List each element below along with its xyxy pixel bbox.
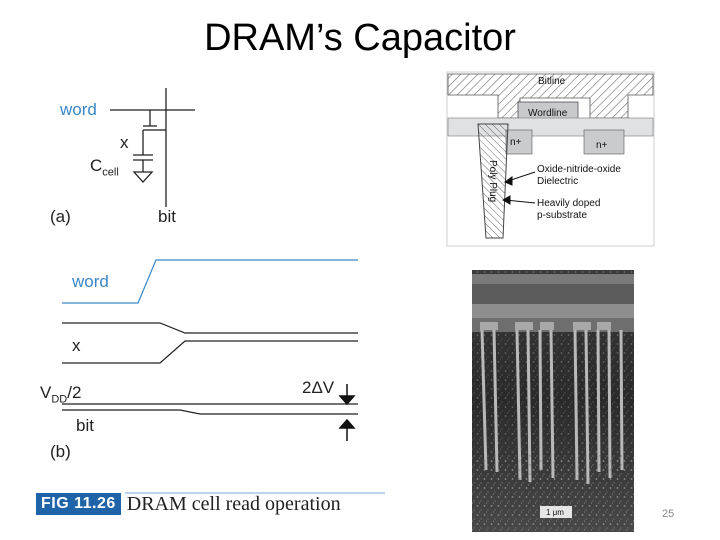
x-waveform-top bbox=[62, 322, 358, 334]
panel-a-label: (a) bbox=[50, 207, 71, 226]
vdd-label: VDD/2 bbox=[40, 383, 82, 406]
slide-title: DRAM’s Capacitor bbox=[204, 17, 516, 59]
oxide-label-2: Dielectric bbox=[537, 176, 579, 187]
figure-caption: FIG 11.26 DRAM cell read operation bbox=[36, 493, 341, 515]
bit-waveform-bottom bbox=[62, 409, 358, 415]
doped-label-2: p-substrate bbox=[537, 210, 588, 221]
figure-caption-text: DRAM cell read operation bbox=[126, 492, 341, 515]
timing-bit-label: bit bbox=[76, 416, 94, 435]
n-plus-right-label: n+ bbox=[596, 140, 608, 151]
n-plus-left-label: n+ bbox=[510, 137, 522, 148]
figure-badge: FIG 11.26 bbox=[36, 493, 121, 515]
doped-label-1: Heavily doped bbox=[537, 198, 601, 209]
word-waveform bbox=[62, 259, 358, 304]
delta-v-label: 2ΔV bbox=[302, 378, 335, 397]
bit-label: bit bbox=[158, 207, 176, 226]
scale-bar bbox=[540, 506, 572, 518]
timing-word-label: word bbox=[72, 272, 109, 291]
scale-bar-label: 1 μm bbox=[546, 508, 564, 517]
page-number: 25 bbox=[662, 508, 675, 520]
bitline-label: Bitline bbox=[538, 76, 566, 87]
timing-x-label: x bbox=[72, 336, 81, 355]
delta-arrows bbox=[338, 384, 356, 441]
timing-diagram bbox=[62, 259, 358, 415]
ground-icon bbox=[132, 171, 154, 183]
panel-b-label: (b) bbox=[50, 442, 71, 461]
word-label: word bbox=[60, 100, 97, 119]
wordline-label: Wordline bbox=[528, 108, 568, 119]
ccell-label: Ccell bbox=[90, 156, 119, 179]
oxide-label-1: Oxide-nitride-oxide bbox=[537, 164, 621, 175]
x-waveform-bottom bbox=[62, 340, 358, 364]
x-node-label: x bbox=[120, 133, 129, 152]
cell-tops bbox=[480, 322, 611, 330]
